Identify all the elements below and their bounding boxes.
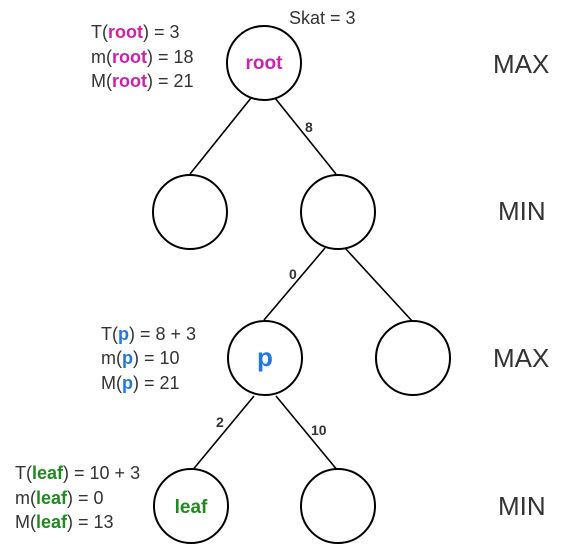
leaf-node-label: leaf — [175, 497, 208, 518]
level-label-min-2: MIN — [498, 491, 546, 521]
p-node-label: p — [257, 342, 273, 372]
leaf-info-block: T(leaf) = 10 + 3 m(leaf) = 0 M(leaf) = 1… — [15, 463, 140, 532]
p-info-line: T(p) = 8 + 3 — [101, 324, 196, 344]
edge-label-0: 0 — [289, 266, 297, 282]
root-name: root — [108, 22, 143, 42]
p-node — [227, 320, 303, 396]
root-info-block: T(root) = 3 m(root) = 18 M(root) = 21 — [91, 22, 194, 91]
leaf-info-line: m(leaf) = 0 — [15, 488, 104, 508]
leaf-name: leaf — [36, 512, 68, 532]
min-right-node — [300, 174, 376, 250]
p-info-line: M(p) = 21 — [101, 373, 180, 393]
edge-min-right-right — [344, 247, 414, 323]
level-label-min-1: MIN — [498, 196, 546, 226]
root-node-label: root — [246, 53, 284, 74]
p-name: p — [122, 348, 133, 368]
p-name: p — [118, 324, 129, 344]
leaf-info-line: M(leaf) = 13 — [15, 512, 114, 532]
leaf-info-line: T(leaf) = 10 + 3 — [15, 463, 140, 483]
skat-label: Skat = 3 — [289, 8, 356, 28]
root-info-line: T(root) = 3 — [91, 22, 180, 42]
edge-min-right-p — [263, 247, 326, 321]
root-info-line: m(root) = 18 — [91, 47, 194, 67]
edge-label-8: 8 — [305, 119, 313, 135]
edge-root-left — [189, 97, 252, 175]
min-bottom-right-node — [300, 468, 376, 544]
root-name: root — [112, 71, 147, 91]
leaf-name: leaf — [36, 488, 68, 508]
p-info-line: m(p) = 10 — [101, 348, 180, 368]
edge-root-right — [274, 97, 337, 175]
edge-p-leaf — [190, 395, 255, 473]
p-name: p — [122, 373, 133, 393]
leaf-name: leaf — [32, 463, 64, 483]
edge-label-2: 2 — [216, 414, 224, 430]
level-label-max-2: MAX — [493, 343, 549, 373]
level-label-max-1: MAX — [493, 49, 549, 79]
root-info-line: M(root) = 21 — [91, 71, 194, 91]
root-node — [226, 25, 302, 101]
edge-label-10: 10 — [311, 422, 327, 438]
max-right-node — [375, 320, 451, 396]
edge-p-right — [275, 395, 339, 472]
root-name: root — [112, 47, 147, 67]
min-left-node — [152, 174, 228, 250]
p-info-block: T(p) = 8 + 3 m(p) = 10 M(p) = 21 — [101, 324, 196, 393]
leaf-node — [153, 468, 229, 544]
